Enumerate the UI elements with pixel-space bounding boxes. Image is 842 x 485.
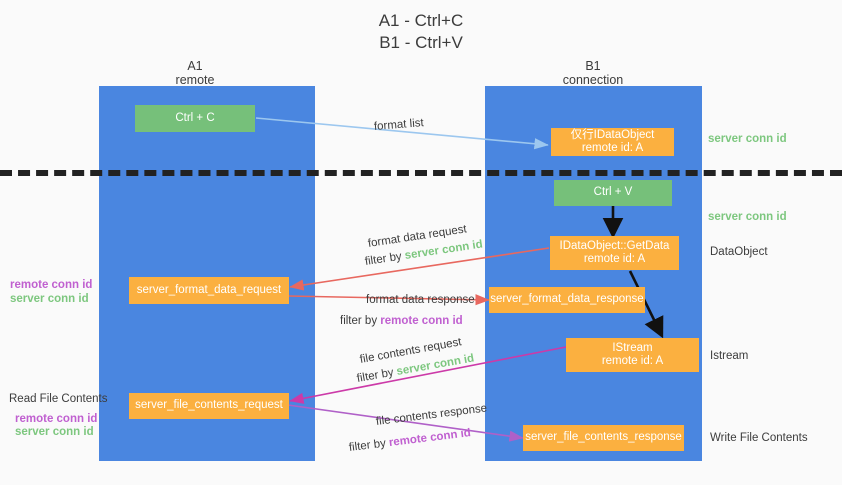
box-ctrl-v[interactable]: Ctrl + V bbox=[554, 180, 672, 206]
edge-label-file-contents-response-filter: filter by remote conn id bbox=[348, 426, 471, 455]
edge-label-format-list: format list bbox=[373, 117, 425, 133]
lane-a1-name: A1 bbox=[187, 59, 203, 73]
box-idataobject-line2: remote id: A bbox=[581, 142, 644, 154]
right-label-server-conn-id-1: server conn id bbox=[708, 133, 787, 145]
box-ctrl-c[interactable]: Ctrl + C bbox=[135, 105, 255, 132]
box-istream-line1: IStream bbox=[612, 341, 653, 354]
box-idataobject-line1: 仅行IDataObject bbox=[570, 128, 655, 141]
lane-header-b1: B1 connection bbox=[513, 59, 673, 87]
box-server-file-contents-request[interactable]: server_file_contents_request bbox=[129, 393, 289, 419]
box-server-format-data-request[interactable]: server_format_data_request bbox=[129, 277, 289, 304]
right-label-dataobject: DataObject bbox=[710, 246, 768, 258]
right-label-istream: Istream bbox=[710, 350, 749, 362]
filter-prefix-2: filter by bbox=[340, 315, 381, 327]
left-label-remote-conn-id-2: remote conn id bbox=[15, 413, 98, 425]
box-getdata[interactable]: IDataObject::GetData remote id: A bbox=[550, 236, 679, 270]
diagram-title: A1 - Ctrl+C B1 - Ctrl+V bbox=[0, 10, 842, 54]
left-label-remote-conn-id-1: remote conn id bbox=[10, 279, 93, 291]
lane-a1-sub: remote bbox=[175, 73, 215, 87]
left-label-server-conn-id-1: server conn id bbox=[10, 293, 89, 305]
title-line-1: A1 - Ctrl+C bbox=[378, 11, 464, 30]
edge-label-format-data-response-filter: filter by remote conn id bbox=[340, 314, 463, 328]
box-istream[interactable]: IStream remote id: A bbox=[566, 338, 699, 372]
box-idataobject[interactable]: 仅行IDataObject remote id: A bbox=[551, 128, 674, 156]
lane-b1-sub: connection bbox=[562, 73, 624, 87]
box-server-file-contents-response[interactable]: server_file_contents_response bbox=[523, 425, 684, 451]
filter-value-2: remote conn id bbox=[380, 315, 463, 327]
filter-prefix-4: filter by bbox=[348, 437, 390, 454]
phase-divider bbox=[0, 170, 842, 176]
edge-label-format-data-response: format data response bbox=[366, 294, 475, 306]
box-istream-line2: remote id: A bbox=[601, 355, 664, 367]
right-label-write-file-contents: Write File Contents bbox=[710, 432, 808, 444]
lane-b1-name: B1 bbox=[585, 59, 601, 73]
box-server-format-data-response[interactable]: server_format_data_response bbox=[489, 287, 645, 313]
filter-prefix-3: filter by bbox=[355, 366, 398, 385]
title-line-2: B1 - Ctrl+V bbox=[379, 33, 463, 52]
right-label-server-conn-id-2: server conn id bbox=[708, 211, 787, 223]
box-getdata-line1: IDataObject::GetData bbox=[559, 239, 670, 252]
left-label-read-file-contents: Read File Contents bbox=[9, 393, 108, 405]
edge-label-file-contents-response: file contents response bbox=[375, 402, 488, 428]
box-getdata-line2: remote id: A bbox=[583, 253, 646, 265]
filter-prefix-1: filter by bbox=[364, 250, 406, 268]
left-label-server-conn-id-2: server conn id bbox=[15, 426, 94, 438]
filter-value-4: remote conn id bbox=[388, 427, 472, 450]
lane-header-a1: A1 remote bbox=[115, 59, 275, 87]
